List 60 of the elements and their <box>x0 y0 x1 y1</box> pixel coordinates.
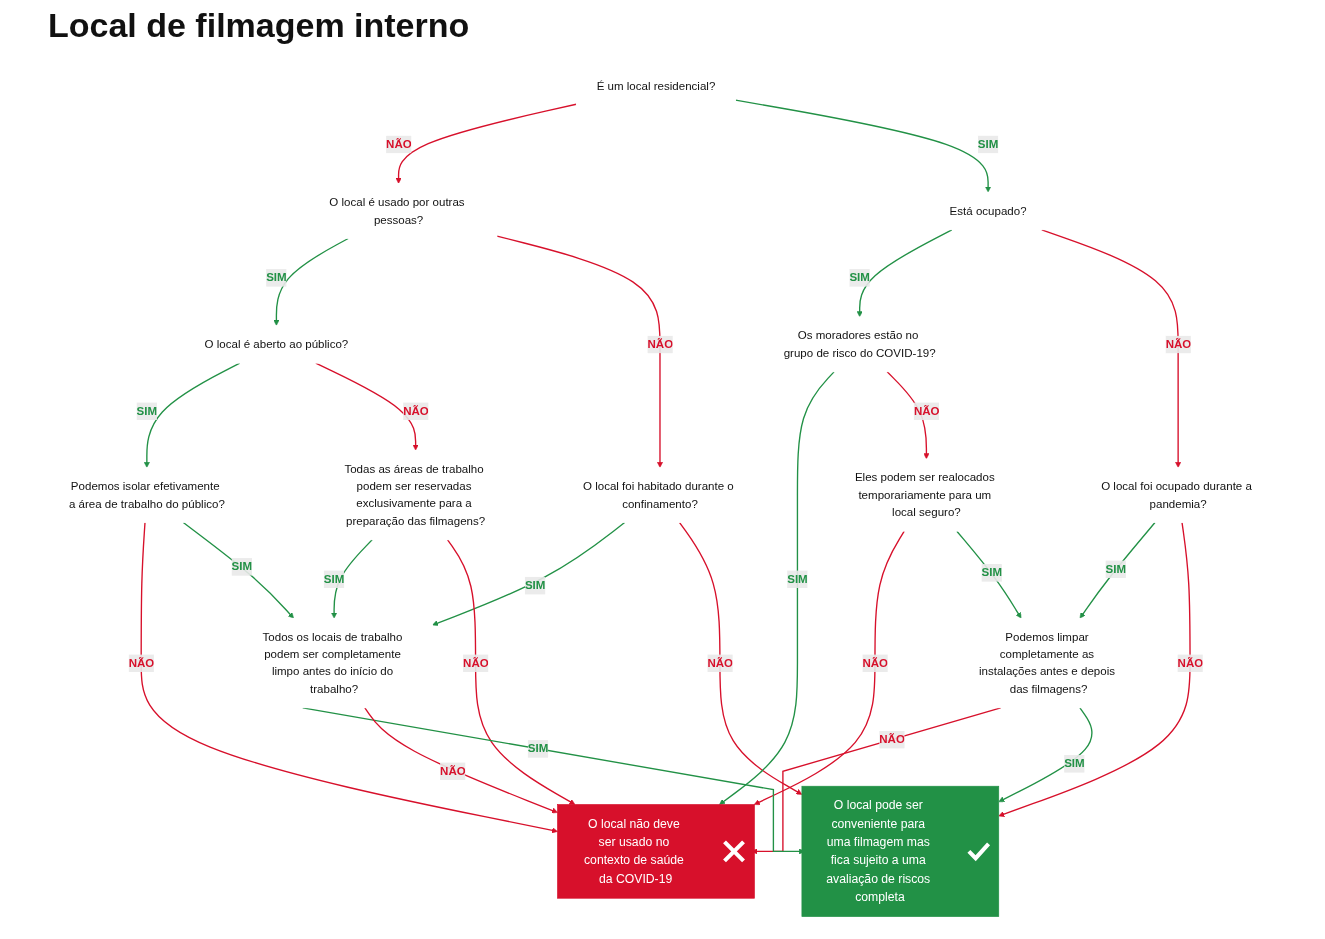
arrow <box>998 521 1191 817</box>
arrow <box>140 521 558 834</box>
edge-label: SIM <box>136 404 158 418</box>
edge-label: NÃO <box>862 656 889 670</box>
edge-label: NÃO <box>647 337 674 351</box>
arrow <box>273 237 349 326</box>
node-text: Todas as áreas de trabalho podem ser reservadas exclusivamente para a preparação das filmagens? <box>344 462 486 528</box>
edge-label: NÃO <box>707 656 734 670</box>
edge-label: NÃO <box>1177 656 1204 670</box>
edge-label: SIM <box>977 137 999 151</box>
node-text: É um local residencial? <box>596 79 716 93</box>
arrow <box>182 521 294 619</box>
node-text: O local é aberto ao público? <box>204 337 349 351</box>
node-box: O local pode ser conveniente para uma filmagem mas fica sujeito a uma avaliação de riscos completa <box>801 785 1000 917</box>
node-text: O local foi ocupado durante a pandemia? <box>1101 479 1252 510</box>
edge-label: SIM <box>787 572 808 586</box>
node-text: Os moradores estão no grupo de risco do COVID-19? <box>783 329 936 360</box>
arrow <box>364 707 558 814</box>
edge-label: SIM <box>524 578 546 592</box>
arrow <box>395 103 577 184</box>
diagram-title: Local de filmagem interno <box>48 6 471 45</box>
edge-label: NÃO <box>440 764 466 778</box>
edge-label: SIM <box>1105 562 1127 576</box>
arrow <box>754 530 905 805</box>
arrow <box>719 371 835 805</box>
edge-label: NÃO <box>403 404 429 418</box>
edge-label: SIM <box>231 560 253 573</box>
edge-label: NÃO <box>879 732 905 746</box>
edge-label: SIM <box>266 271 287 284</box>
arrow <box>735 99 992 193</box>
arrow <box>315 362 419 451</box>
arrow <box>956 530 1022 619</box>
edge-label: NÃO <box>128 656 155 670</box>
node-text: Podemos isolar efetivamente a área de trabalho do público? <box>68 479 225 510</box>
arrow <box>998 707 1093 803</box>
node-text: Podemos limpar completamente as instalações antes e depois das filmagens? <box>978 630 1115 696</box>
arrow <box>432 521 626 626</box>
edge-label: NÃO <box>913 404 940 418</box>
arrow <box>446 539 576 805</box>
arrow <box>1041 229 1182 468</box>
edge-label: NÃO <box>386 137 412 151</box>
edge-label: NÃO <box>1165 337 1192 351</box>
edge-label: NÃO <box>463 656 489 670</box>
edge-label: SIM <box>527 742 549 756</box>
node-text: Eles podem ser realocados temporariamente para um local seguro? <box>854 471 995 519</box>
arrow <box>678 521 803 795</box>
node-text: O local é usado por outras pessoas? <box>329 195 465 226</box>
edge-label: SIM <box>849 271 870 284</box>
node-box: O local não deve ser usado no contexto de saúde da COVID-19 <box>557 804 755 899</box>
arrow <box>1079 521 1156 619</box>
arrow <box>331 539 373 619</box>
edge-label: SIM <box>1064 757 1085 770</box>
node-text: O local foi habitado durante o confinamento? <box>583 479 734 510</box>
node-text: Está ocupado? <box>949 204 1027 218</box>
edge-label: SIM <box>323 572 345 586</box>
arrow <box>143 362 241 468</box>
node-text: Todos os locais de trabalho podem ser completamente limpo antes do início do trabalho? <box>262 630 403 696</box>
arrow <box>496 235 663 468</box>
edge-label: SIM <box>981 566 1003 579</box>
arrow <box>856 229 953 318</box>
